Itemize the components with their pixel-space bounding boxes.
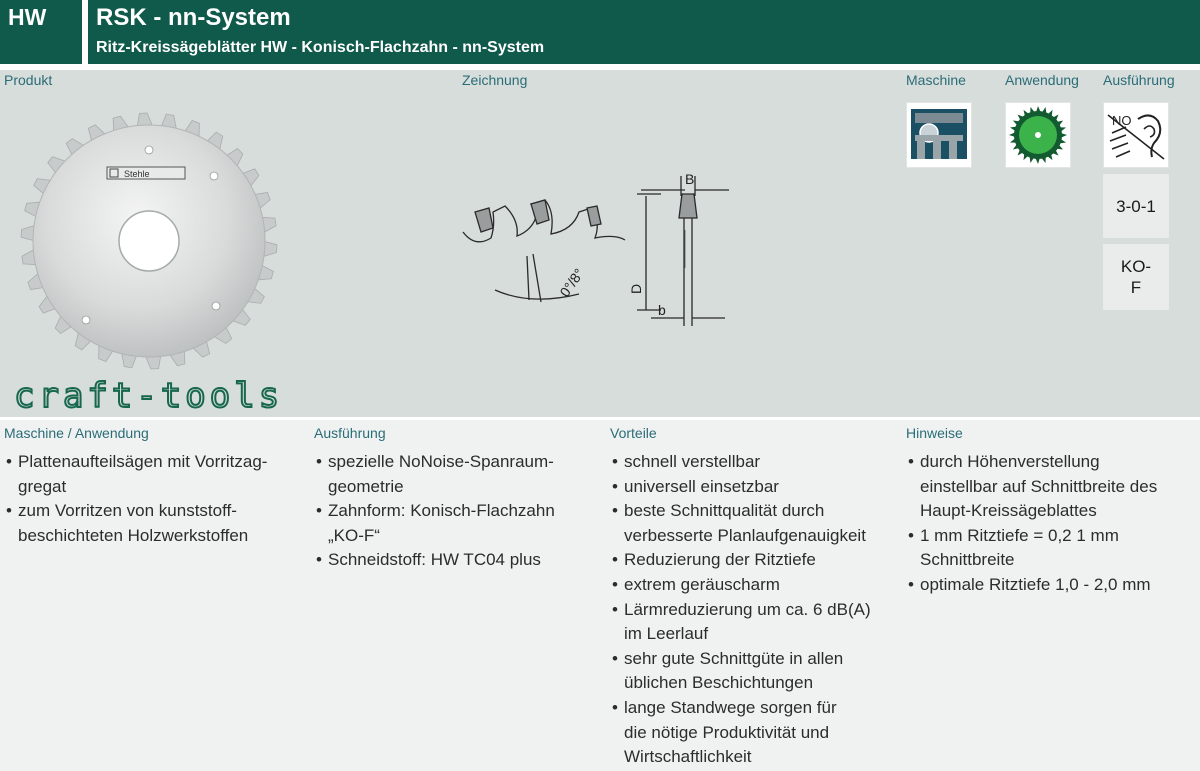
- list-item: Zahnform: Konisch-Flachzahn „KO-F“: [314, 499, 604, 548]
- saw-blade-image: Stehle: [20, 112, 278, 370]
- application-icon-box: [1005, 102, 1071, 168]
- list-item: schnell verstellbar: [610, 450, 900, 475]
- details-panel: Maschine / Anwendung Ausführung Vorteile…: [0, 420, 1200, 771]
- list-item: sehr gute Schnittgüte in allen üblichen B…: [610, 647, 900, 696]
- tooth-form-box: KO-F: [1103, 244, 1169, 310]
- page-subtitle: Ritz-Kreissägeblätter HW - Konisch-Flach…: [96, 39, 545, 56]
- list-item-line: gregat: [18, 476, 67, 496]
- list-item: optimale Ritztiefe 1,0 - 2,0 mm: [906, 573, 1196, 598]
- list-item: beste Schnittqualität durch verbesserte P…: [610, 499, 900, 548]
- list-item: universell einsetzbar: [610, 475, 900, 500]
- list-item-line: im Leerlauf: [624, 624, 709, 644]
- material-badge: HW: [0, 0, 82, 64]
- list-item-line: 1 mm Ritztiefe = 0,2 1 mm: [920, 525, 1119, 545]
- angle-label: 0°/8°: [556, 265, 587, 299]
- gear-tooth: [1051, 114, 1059, 122]
- tooth-form-code: KO-F: [1120, 257, 1152, 297]
- label-hinweise: Hinweise: [906, 425, 963, 441]
- list-item-line: einstellbar auf Schnittbreite des: [920, 476, 1158, 496]
- page-title: RSK - nn-System: [96, 4, 291, 31]
- ausfuehrung-list: spezielle NoNoise-Spanraum-geometrieZahn…: [314, 450, 604, 573]
- dim-D-label: D: [628, 284, 644, 294]
- list-item: lange Standwege sorgen für die nötige Pro…: [610, 696, 900, 770]
- list-item-line: Wirtschaftlichkeit: [624, 747, 752, 767]
- label-vorteile: Vorteile: [610, 425, 657, 441]
- maschine-anwendung-list: Plattenaufteilsägen mit Vorritzag-gregat…: [4, 450, 304, 548]
- list-item: Plattenaufteilsägen mit Vorritzag-gregat: [4, 450, 304, 499]
- product-panel: Produkt Zeichnung Maschine Anwendung Aus…: [0, 70, 1200, 417]
- svg-text:craft-tools: craft-tools: [14, 380, 283, 414]
- title-bar: RSK - nn-System Ritz-Kreissägeblätter HW…: [88, 0, 1200, 64]
- list-item-line: lange Standwege sorgen für: [624, 697, 837, 717]
- list-item-line: beste Schnittqualität durch: [624, 501, 825, 521]
- hinweise-list: durch Höhenverstellung einstellbar auf Sc…: [906, 450, 1196, 598]
- material-code: HW: [8, 4, 47, 30]
- list-item-line: sehr gute Schnittgüte in allen: [624, 648, 844, 668]
- tooth-code-box: 3-0-1: [1103, 174, 1169, 238]
- gear-tooth: [1017, 114, 1025, 122]
- list-item: extrem geräuscharm: [610, 573, 900, 598]
- list-item-line: durch Höhenverstellung: [920, 452, 1100, 471]
- tooth-code: 3-0-1: [1116, 196, 1156, 216]
- list-item-line: Schneidstoff: HW TC04 plus: [328, 550, 541, 570]
- list-item-line: verbesserte Planlaufgenauigkeit: [624, 525, 866, 545]
- dim-B-label: B: [685, 171, 694, 187]
- svg-text:NO: NO: [1112, 113, 1132, 128]
- machine-icon-box: [906, 102, 972, 168]
- label-zeichnung: Zeichnung: [462, 72, 528, 88]
- list-item: spezielle NoNoise-Spanraum-geometrie: [314, 450, 604, 499]
- list-item-line: „KO-F“: [328, 525, 380, 545]
- label-ausfuehrung-details: Ausführung: [314, 425, 386, 441]
- list-item-line: geometrie: [328, 476, 404, 496]
- dim-b-label: b: [658, 302, 666, 318]
- nonoise-icon-box: NO: [1103, 102, 1169, 168]
- list-item: 1 mm Ritztiefe = 0,2 1 mm Schnittbreite: [906, 524, 1196, 573]
- blade-application-icon: [1009, 106, 1067, 164]
- list-item: zum Vorritzen von kunststoff-beschichtet…: [4, 499, 304, 548]
- list-item-line: Zahnform: Konisch-Flachzahn: [328, 501, 555, 521]
- list-item-line: üblichen Beschichtungen: [624, 673, 814, 693]
- list-item-line: extrem geräuscharm: [624, 574, 780, 594]
- list-item-line: Lärmreduzierung um ca. 6 dB(A): [624, 599, 871, 619]
- list-item-line: Plattenaufteilsägen mit Vorritzag-: [18, 452, 268, 471]
- list-item-line: die nötige Produktivität und: [624, 722, 830, 742]
- list-item: durch Höhenverstellung einstellbar auf Sc…: [906, 450, 1196, 524]
- list-item-line: Haupt-Kreissägeblattes: [920, 501, 1097, 521]
- list-item-line: Schnittbreite: [920, 550, 1015, 570]
- blade-brand-text: Stehle: [124, 169, 150, 179]
- list-item: Schneidstoff: HW TC04 plus: [314, 548, 604, 573]
- list-item: Lärmreduzierung um ca. 6 dB(A) im Leerlau…: [610, 598, 900, 647]
- gear-tooth: [1051, 148, 1059, 156]
- list-item-line: universell einsetzbar: [624, 476, 779, 496]
- label-maschine: Maschine: [906, 72, 966, 88]
- label-maschine-anwendung: Maschine / Anwendung: [4, 425, 149, 441]
- craft-tools-logo: craft-tools: [14, 380, 283, 414]
- label-anwendung: Anwendung: [1005, 72, 1079, 88]
- technical-drawing: B D b 0°/8°: [462, 171, 729, 326]
- panel-saw-icon: [911, 109, 967, 159]
- vorteile-list: schnell verstellbar universell einsetzbar…: [610, 450, 900, 770]
- gear-tooth: [1017, 148, 1025, 156]
- list-item-line: beschichteten Holzwerkstoffen: [18, 525, 249, 545]
- list-item-line: schnell verstellbar: [624, 452, 761, 471]
- list-item-line: zum Vorritzen von kunststoff-: [18, 501, 237, 521]
- label-produkt: Produkt: [4, 72, 53, 88]
- list-item-line: Reduzierung der Ritztiefe: [624, 550, 816, 570]
- list-item-line: spezielle NoNoise-Spanraum-: [328, 452, 554, 471]
- list-item: Reduzierung der Ritztiefe: [610, 548, 900, 573]
- label-ausfuehrung: Ausführung: [1103, 72, 1175, 88]
- nonoise-icon: NO: [1107, 113, 1165, 160]
- list-item-line: optimale Ritztiefe 1,0 - 2,0 mm: [920, 574, 1151, 594]
